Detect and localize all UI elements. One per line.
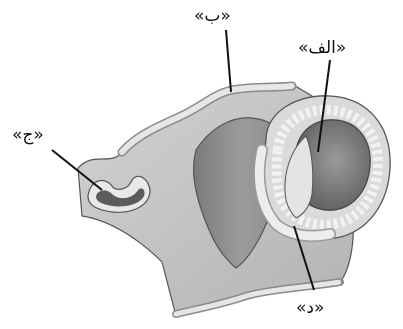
label-a: «الف» bbox=[298, 40, 346, 57]
label-b: «ب» bbox=[194, 8, 231, 25]
label-c: «ج» bbox=[12, 127, 44, 144]
leader-line-b bbox=[226, 30, 231, 92]
label-d: «د» bbox=[296, 300, 324, 317]
